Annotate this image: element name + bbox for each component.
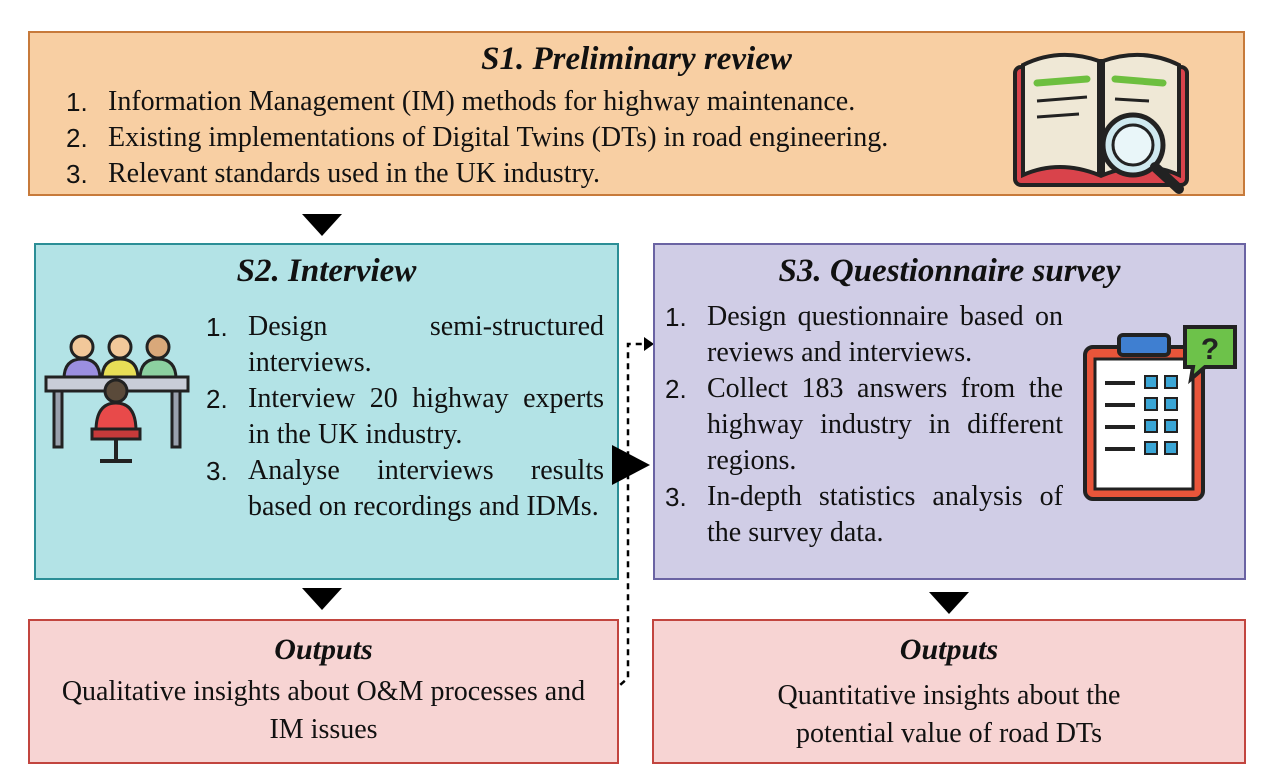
arrow-s3-to-outputs-icon [929,592,969,614]
outputs-left-text: Qualitative insights about O&M processes… [61,676,586,745]
outputs-right-title: Outputs [899,633,999,666]
arrow-s2-to-s3-icon [612,445,650,485]
outputs-right-text: Quantitative insights about the potentia… [777,680,1121,749]
s1-item: 3.Relevant standards used in the UK indu… [66,158,600,189]
s3-title: S3. Questionnaire survey [778,253,1121,289]
s3-item: 2.Collect 183 answers from the highway i… [665,373,1063,476]
interview-panel-icon [44,334,190,463]
svg-text:?: ? [1201,333,1219,366]
outputs-left-box: Outputs Qualitative insights about O&M p… [28,619,619,764]
s1-preliminary-review-box: S1. Preliminary review 1.Information Man… [28,31,1245,196]
s2-title: S2. Interview [236,253,417,289]
clipboard-checklist-icon: ? [1083,325,1237,501]
s1-item: 2.Existing implementations of Digital Tw… [66,122,889,153]
s2-item: 3.Analyse interviews results based on re… [206,455,604,522]
s3-item: 3.In-depth statistics analysis of the su… [665,481,1063,548]
s2-item: 2.Interview 20 highway experts in the UK… [206,383,604,450]
outputs-right-box: Outputs Quantitative insights about the … [652,619,1246,764]
arrow-s2-to-outputs-icon [302,588,342,610]
s1-item-list: 1.Information Management (IM) methods fo… [66,84,1016,192]
s2-interview-box: S2. Interview 1.Design semi-structured i… [34,243,619,580]
dashed-feedback-arrow-icon [611,337,654,693]
outputs-left-title: Outputs [274,633,373,666]
s2-item-list: 1.Design semi-structured interviews. 2.I… [206,309,604,525]
s2-item: 1.Design semi-structured interviews. [206,311,604,378]
s1-title: S1. Preliminary review [481,41,792,77]
book-magnifier-icon [1013,52,1189,194]
s1-item: 1.Information Management (IM) methods fo… [66,86,856,117]
s3-item: 1.Design questionnaire based on reviews … [665,301,1063,368]
arrow-s1-to-s2-icon [302,214,342,236]
s3-questionnaire-box: S3. Questionnaire survey 1.Design questi… [653,243,1246,580]
s3-item-list: 1.Design questionnaire based on reviews … [665,299,1063,551]
